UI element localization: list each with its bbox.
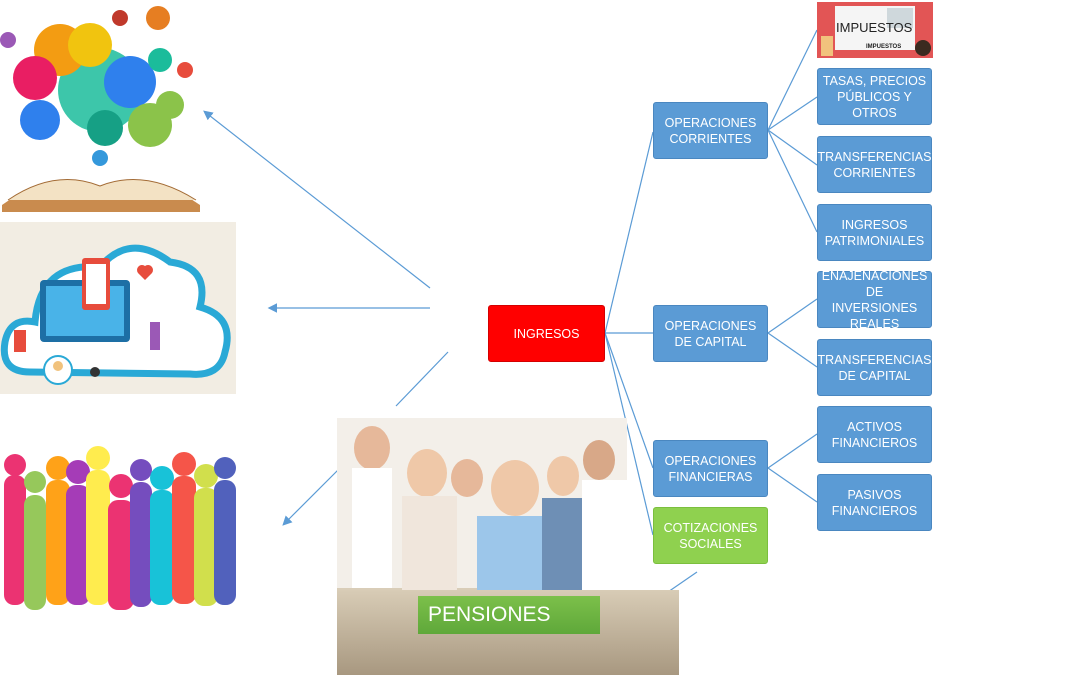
node-operaciones-capital: OPERACIONES DE CAPITAL: [653, 305, 768, 362]
node-operaciones-corrientes: OPERACIONES CORRIENTES: [653, 102, 768, 159]
node-pasivos-financieros: PASIVOS FINANCIEROS: [817, 474, 932, 531]
root-node-ingresos: INGRESOS: [488, 305, 605, 362]
line-corr-tasas: [767, 96, 818, 131]
node-cotizaciones-sociales: COTIZACIONES SOCIALES: [653, 507, 768, 564]
line-corr-patrim: [767, 129, 818, 233]
node-ingresos-patrimoniales: INGRESOS PATRIMONIALES: [817, 204, 932, 261]
node-transferencias-capital: TRANSFERENCIAS DE CAPITAL: [817, 339, 932, 396]
health-graphic: [0, 244, 231, 385]
line-cap-enaj: [767, 298, 818, 334]
education-illustration: [0, 0, 205, 212]
node-operaciones-financieras: OPERACIONES FINANCIERAS: [653, 440, 768, 497]
taxes-photo: [817, 2, 933, 58]
line-root-corrientes: [604, 131, 654, 334]
people-graphic: [4, 446, 236, 610]
line-root-cotizaciones: [604, 332, 654, 536]
node-activos-financieros: ACTIVOS FINANCIEROS: [817, 406, 932, 463]
line-fin-pasivos: [767, 467, 818, 503]
arrow-education: [203, 110, 431, 289]
education-graphic: [0, 6, 200, 212]
pensiones-label: PENSIONES: [418, 596, 600, 634]
line-corr-transf: [767, 129, 818, 166]
line-cap-transf: [767, 332, 818, 368]
line-root-financieras: [604, 332, 654, 469]
taxes-photo-subtitle: IMPUESTOS: [866, 44, 902, 50]
line-fin-activos: [767, 433, 818, 469]
line-corr-impuestos: [767, 29, 818, 131]
taxes-photo-title: IMPUESTOS: [836, 20, 913, 35]
arrow-people: [395, 351, 449, 407]
taxes-graphic: [817, 2, 933, 58]
node-enajenaciones: ENAJENACIONES DE INVERSIONES REALES: [817, 269, 932, 331]
node-tasas-precios: TASAS, PRECIOS PÚBLICOS Y OTROS: [817, 68, 932, 125]
people-silhouettes: [0, 440, 236, 620]
node-transferencias-corrientes: TRANSFERENCIAS CORRIENTES: [817, 136, 932, 193]
health-illustration: [0, 222, 236, 394]
